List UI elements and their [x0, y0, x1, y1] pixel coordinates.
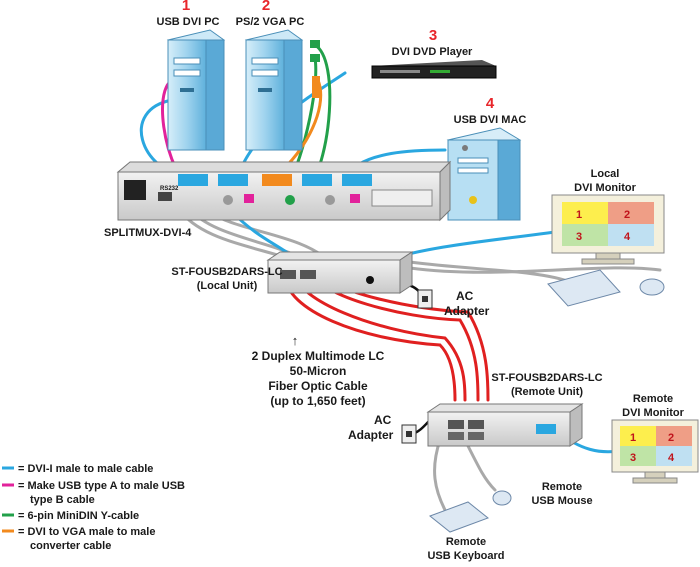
- local-fiber-unit: [266, 251, 414, 294]
- legend-vga-text-1: = DVI to VGA male to male: [18, 526, 155, 538]
- local-mouse: [639, 278, 665, 296]
- minidin-connector: [310, 40, 320, 48]
- remote-mouse-label-2: USB Mouse: [531, 495, 592, 507]
- fiber-note-line-2: 50-Micron: [290, 364, 347, 378]
- mac-label: USB DVI MAC: [454, 114, 527, 126]
- vga-connector: [312, 76, 320, 98]
- remote-ac-adapter: [401, 424, 417, 444]
- remote-quadrant-4: 4: [668, 452, 675, 464]
- remote-keyboard-label-2: USB Keyboard: [427, 550, 504, 562]
- gray-cable: [408, 260, 572, 284]
- mac-tower: [446, 127, 522, 221]
- remote-keyboard-label-1: Remote: [446, 536, 486, 548]
- local-unit-label-1: ST-FOUSB2DARS-LC: [171, 266, 282, 278]
- legend-minidin-text: = 6-pin MiniDIN Y-cable: [18, 510, 139, 522]
- pc1-tower: [166, 29, 226, 151]
- pc2-number: 2: [262, 0, 270, 14]
- remote-unit-label-2: (Remote Unit): [511, 386, 583, 398]
- local-quadrant-4: 4: [624, 231, 631, 243]
- local-monitor-label-2: DVI Monitor: [574, 182, 636, 194]
- power-socket: [124, 180, 146, 200]
- gray-cable: [408, 266, 662, 274]
- gray-cable: [433, 438, 447, 512]
- local-quadrant-1: 1: [576, 209, 582, 221]
- legend: = DVI-I male to male cable = Make USB ty…: [2, 463, 185, 552]
- mac-number: 4: [486, 95, 495, 112]
- local-quadrant-3: 3: [576, 231, 582, 243]
- remote-monitor-label-2: DVI Monitor: [622, 407, 684, 419]
- fiber-cable: [283, 273, 457, 402]
- remote-mouse-label-1: Remote: [542, 481, 582, 493]
- pc1-label: USB DVI PC: [157, 16, 220, 28]
- minidin-connector: [310, 54, 320, 62]
- legend-dvi-text: = DVI-I male to male cable: [18, 463, 153, 475]
- fiber-cable: [293, 273, 467, 402]
- fiber-note-line-1: 2 Duplex Multimode LC: [252, 349, 385, 363]
- splitmux-label: SPLITMUX-DVI-4: [104, 227, 192, 239]
- gray-cable: [463, 438, 497, 492]
- remote-ac-label-2: Adapter: [348, 428, 394, 442]
- fiber-note-line-4: (up to 1,650 feet): [270, 394, 365, 408]
- legend-vga-text-2: converter cable: [30, 540, 111, 552]
- local-quadrant-2: 2: [624, 209, 630, 221]
- splitmux-unit: [116, 160, 452, 222]
- local-ac-label-2: Adapter: [444, 304, 490, 318]
- dvd-label: DVI DVD Player: [392, 46, 473, 58]
- local-unit-label-2: (Local Unit): [197, 280, 258, 292]
- remote-quadrant-1: 1: [630, 432, 636, 444]
- dvd-player: [371, 60, 497, 79]
- legend-usb-text-2: type B cable: [30, 494, 95, 506]
- local-ac-adapter: [417, 289, 433, 309]
- local-keyboard: [547, 269, 621, 307]
- remote-ac-label-1: AC: [374, 413, 392, 427]
- rs232-label: RS232: [160, 186, 179, 192]
- local-ac-label-1: AC: [456, 289, 474, 303]
- local-monitor: [551, 194, 665, 265]
- remote-mouse: [492, 490, 512, 506]
- local-monitor-label-1: Local: [591, 168, 620, 180]
- pc2-label: PS/2 VGA PC: [236, 16, 305, 28]
- remote-monitor: [611, 419, 699, 484]
- dvd-number: 3: [429, 27, 437, 44]
- remote-quadrant-3: 3: [630, 452, 636, 464]
- pc2-tower: [244, 29, 304, 151]
- remote-monitor-label-1: Remote: [633, 393, 673, 405]
- pc1-number: 1: [182, 0, 190, 14]
- legend-usb-text-1: = Make USB type A to male USB: [18, 480, 185, 492]
- remote-unit-label-1: ST-FOUSB2DARS-LC: [491, 372, 602, 384]
- remote-keyboard: [428, 501, 490, 533]
- fiber-arrow: ↑: [292, 333, 299, 348]
- fiber-note-line-3: Fiber Optic Cable: [268, 379, 368, 393]
- remote-quadrant-2: 2: [668, 432, 674, 444]
- remote-fiber-unit: [426, 403, 584, 447]
